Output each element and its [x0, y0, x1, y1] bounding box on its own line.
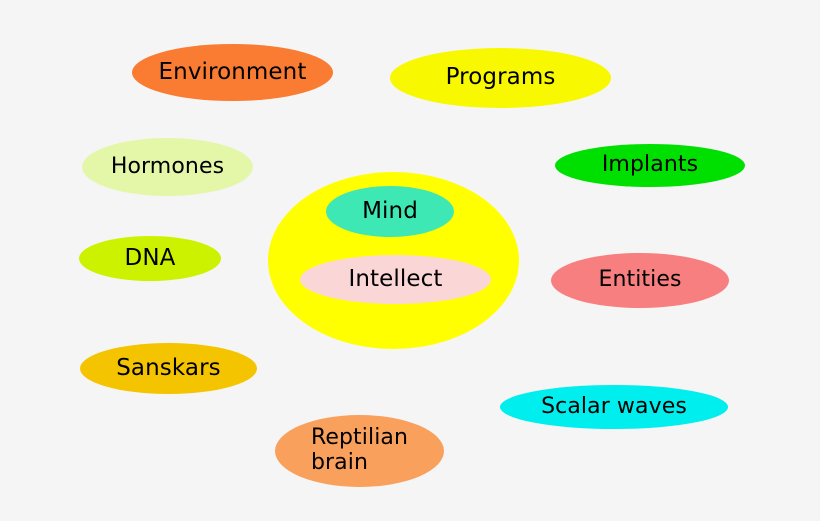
ellipse-hormones[interactable]: Hormones [82, 138, 253, 196]
ellipse-sanskars-label: Sanskars [116, 354, 221, 381]
ellipse-dna[interactable]: DNA [79, 236, 221, 281]
ellipse-hormones-label: Hormones [110, 153, 225, 179]
ellipse-implants[interactable]: Implants [555, 144, 745, 187]
ellipse-mind-label: Mind [362, 197, 418, 224]
ellipse-programs-label: Programs [445, 64, 556, 91]
ellipse-mind[interactable]: Mind [326, 186, 454, 237]
ellipse-scalar-waves[interactable]: Scalar waves [500, 385, 728, 429]
ellipse-environment[interactable]: Environment [132, 44, 333, 101]
ellipse-entities-label: Entities [598, 267, 682, 293]
ellipse-programs[interactable]: Programs [390, 48, 611, 108]
ellipse-entities[interactable]: Entities [551, 253, 729, 308]
ellipse-intellect-label: Intellect [348, 265, 443, 292]
ellipse-dna-label: DNA [124, 244, 176, 271]
ellipse-environment-label: Environment [158, 58, 307, 85]
ellipse-reptilian-brain[interactable]: Reptilian brain [275, 415, 444, 487]
ellipse-scalar-waves-label: Scalar waves [541, 393, 687, 419]
ellipse-sanskars[interactable]: Sanskars [80, 343, 257, 394]
ellipse-reptilian-brain-label: Reptilian brain [310, 425, 409, 475]
ellipse-implants-label: Implants [601, 152, 699, 178]
ellipse-intellect[interactable]: Intellect [300, 255, 491, 304]
